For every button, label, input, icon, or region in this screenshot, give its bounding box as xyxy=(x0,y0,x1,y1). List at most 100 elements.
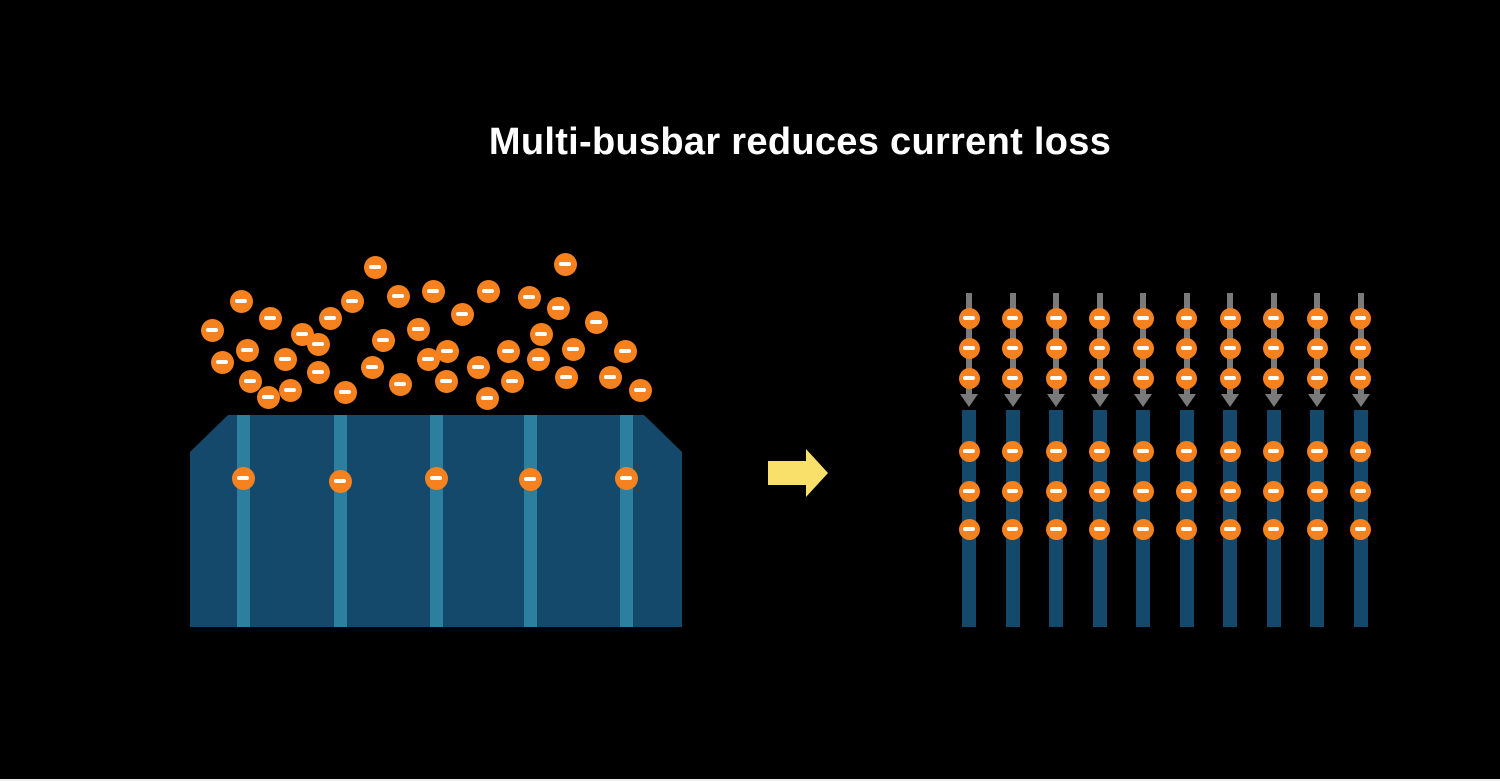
minus-icon xyxy=(963,489,975,493)
minus-icon xyxy=(440,349,454,353)
minus-icon xyxy=(1224,527,1236,531)
minus-icon xyxy=(1137,527,1149,531)
minus-icon xyxy=(559,375,573,379)
electron-icon xyxy=(526,347,550,371)
minus-icon xyxy=(1006,449,1019,453)
minus-icon xyxy=(333,479,347,483)
electron-icon xyxy=(424,466,448,490)
electron-icon xyxy=(958,480,980,502)
minus-icon xyxy=(1137,346,1149,350)
minus-icon xyxy=(1180,376,1193,380)
minus-icon xyxy=(345,299,359,303)
minus-icon xyxy=(1354,376,1367,380)
page-title: Multi-busbar reduces current loss xyxy=(488,121,1112,163)
electron-icon xyxy=(1263,480,1284,502)
electron-icon xyxy=(1045,307,1067,329)
electron-icon xyxy=(1176,367,1197,389)
minus-icon xyxy=(1006,316,1019,320)
minus-icon xyxy=(1050,316,1062,320)
electron-icon xyxy=(1350,307,1371,329)
minus-icon xyxy=(311,342,325,346)
electron-icon xyxy=(1263,440,1284,462)
electron-icon xyxy=(256,385,280,409)
minus-icon xyxy=(589,320,603,324)
electron-icon xyxy=(517,285,541,309)
minus-icon xyxy=(1267,489,1280,493)
electron-icon xyxy=(496,339,520,363)
minus-icon xyxy=(501,349,515,353)
electron-icon xyxy=(958,518,980,540)
minus-icon xyxy=(1050,527,1062,531)
minus-icon xyxy=(1137,316,1149,320)
busbar-ribbon xyxy=(236,415,250,627)
minus-icon xyxy=(1311,489,1323,493)
minus-icon xyxy=(1224,376,1236,380)
minus-icon xyxy=(205,328,219,332)
minus-icon xyxy=(1354,316,1367,320)
minus-icon xyxy=(1224,316,1236,320)
electron-icon xyxy=(554,365,578,389)
minus-icon xyxy=(1006,489,1019,493)
minus-icon xyxy=(1180,449,1193,453)
electron-icon xyxy=(529,322,553,346)
transform-arrow-head-icon xyxy=(806,449,828,497)
minus-icon xyxy=(523,477,537,481)
minus-icon xyxy=(1354,449,1367,453)
current-arrow-head-icon xyxy=(1351,394,1370,407)
minus-icon xyxy=(240,348,254,352)
minus-icon xyxy=(1093,346,1106,350)
solar-cell xyxy=(190,415,682,627)
minus-icon xyxy=(1224,449,1236,453)
electron-icon xyxy=(476,279,500,303)
current-arrow-head-icon xyxy=(1134,394,1152,407)
minus-icon xyxy=(421,357,435,361)
electron-icon xyxy=(258,306,282,330)
minus-icon xyxy=(283,388,297,392)
current-arrow-head-icon xyxy=(1003,394,1022,407)
minus-icon xyxy=(558,262,572,266)
electron-icon xyxy=(1176,337,1197,359)
minus-icon xyxy=(215,360,229,364)
minus-icon xyxy=(1180,489,1193,493)
minus-icon xyxy=(619,476,633,480)
electron-icon xyxy=(388,372,412,396)
electron-icon xyxy=(1089,440,1110,462)
electron-icon xyxy=(1002,518,1023,540)
minus-icon xyxy=(1267,449,1280,453)
electron-icon xyxy=(278,378,302,402)
minus-icon xyxy=(338,390,352,394)
electron-icon xyxy=(1045,337,1067,359)
electron-icon xyxy=(1089,337,1110,359)
electron-icon xyxy=(613,339,637,363)
minus-icon xyxy=(1267,316,1280,320)
electron-icon xyxy=(1350,518,1371,540)
electron-icon xyxy=(1219,307,1241,329)
electron-icon xyxy=(386,284,410,308)
minus-icon xyxy=(1137,376,1149,380)
electron-icon xyxy=(1219,337,1241,359)
minus-icon xyxy=(1354,527,1367,531)
electron-icon xyxy=(1350,337,1371,359)
electron-icon xyxy=(1045,480,1067,502)
electron-icon xyxy=(238,369,262,393)
electron-icon xyxy=(306,360,330,384)
minus-icon xyxy=(1093,527,1106,531)
minus-icon xyxy=(633,388,647,392)
electron-icon xyxy=(1132,337,1154,359)
electron-icon xyxy=(1263,367,1284,389)
bottom-edge-line xyxy=(0,779,1500,781)
electron-icon xyxy=(229,289,253,313)
electron-icon xyxy=(584,310,608,334)
current-arrow-head-icon xyxy=(1264,394,1283,407)
minus-icon xyxy=(243,379,257,383)
minus-icon xyxy=(1093,376,1106,380)
minus-icon xyxy=(963,346,975,350)
electron-icon xyxy=(1045,518,1067,540)
electron-icon xyxy=(1132,440,1154,462)
electron-icon xyxy=(1045,440,1067,462)
electron-icon xyxy=(1089,307,1110,329)
minus-icon xyxy=(411,327,425,331)
electron-icon xyxy=(1263,337,1284,359)
electron-icon xyxy=(614,466,638,490)
